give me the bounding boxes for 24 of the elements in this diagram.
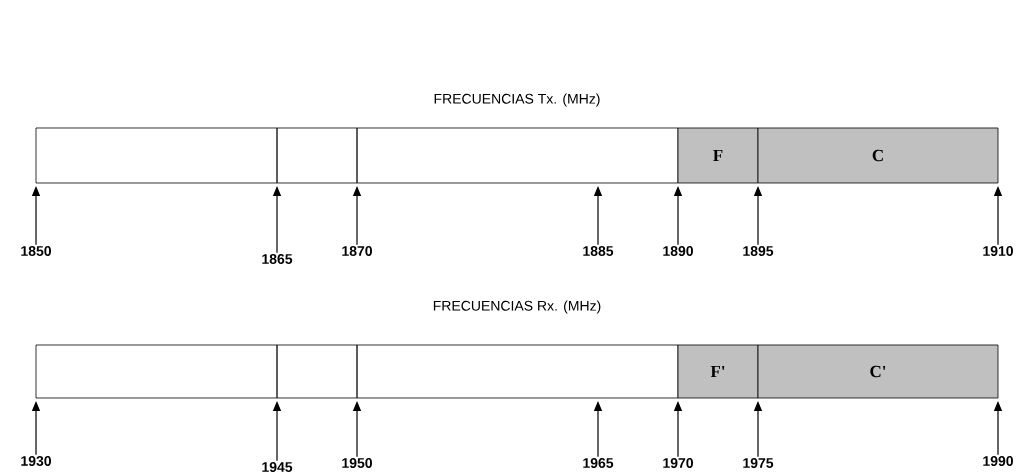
frequency-value: 1870: [342, 246, 372, 256]
frequency-value: 1885: [583, 246, 614, 256]
frequency-value: 1975: [743, 458, 774, 468]
frequency-value: 1965: [583, 458, 614, 468]
band-segment: [356, 344, 679, 399]
band-segment: [276, 127, 358, 184]
frequency-value: 1910: [983, 246, 1013, 256]
band-segment: [35, 344, 278, 399]
frequency-value: 1865: [262, 254, 293, 264]
frequency-value: 1950: [342, 458, 372, 468]
frequency-value: 1895: [743, 246, 774, 256]
frequency-value: 1850: [21, 246, 51, 256]
frequency-value: 1990: [983, 456, 1013, 466]
frequency-value: 1890: [663, 246, 693, 256]
band-segment: [35, 127, 278, 184]
frequency-value: 1970: [663, 458, 693, 468]
band-segment: [356, 127, 679, 184]
frequency-value: 1930: [21, 456, 51, 466]
band-segment: F: [677, 127, 759, 184]
band-heading: FRECUENCIAS Tx. (MHz): [434, 93, 600, 107]
band-segment: [276, 344, 358, 399]
band-segment: F': [677, 344, 759, 399]
band-heading: FRECUENCIAS Rx. (MHz): [433, 300, 601, 314]
frequency-value: 1945: [262, 462, 293, 472]
